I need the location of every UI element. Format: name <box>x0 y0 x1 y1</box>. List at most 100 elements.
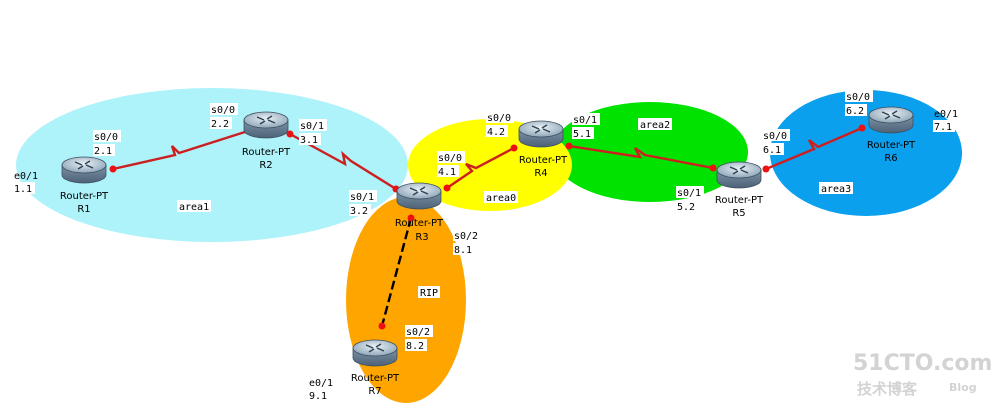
rip-label: RIP <box>420 288 438 299</box>
router-r7[interactable] <box>352 339 398 367</box>
interface-labels: e0/1 1.1 s0/0 2.1 s0/0 2.2 s0/1 3.1 s0/1… <box>13 90 958 402</box>
router-r5[interactable] <box>716 161 762 189</box>
area2-region <box>552 102 748 202</box>
watermark-logo: 51CTO.com 技术博客 Blog <box>853 351 992 398</box>
dashed-link-r3-r7 <box>380 217 413 327</box>
endpoint-dot <box>443 184 451 192</box>
iface-ip-bg <box>845 104 867 116</box>
router-r3-model: Router-PT <box>395 218 444 229</box>
iface-port-bg <box>405 325 433 337</box>
rip-label-bg <box>418 286 440 298</box>
endpoint-dot <box>565 142 573 150</box>
iface-r5-s00: s0/0 6.1 <box>762 129 790 156</box>
watermark-line3: Blog <box>949 381 977 394</box>
iface-r2-s01: s0/1 3.1 <box>299 119 327 146</box>
iface-port-bg <box>762 129 790 141</box>
iface-port: s0/0 <box>94 132 118 143</box>
iface-r6-e01: e0/1 7.1 <box>933 109 958 133</box>
area1-label-bg <box>177 200 211 212</box>
iface-ip: 2.1 <box>94 146 112 157</box>
endpoint-dot <box>858 124 866 132</box>
iface-port-bg <box>486 111 514 123</box>
iface-ip-bg <box>210 117 232 129</box>
router-r6-name: R6 <box>884 153 897 164</box>
iface-port: s0/0 <box>846 92 870 103</box>
router-labels: Router-PT R1 Router-PT R2 Router-PT R3 R… <box>60 140 916 397</box>
router-r4[interactable] <box>518 120 564 148</box>
router-r2-model: Router-PT <box>242 147 291 158</box>
iface-port-bg <box>676 186 704 198</box>
iface-ip: 4.2 <box>487 127 505 138</box>
serial-link-r4-r5 <box>568 144 714 170</box>
router-r3[interactable] <box>396 182 442 210</box>
router-r2-name: R2 <box>259 160 272 171</box>
iface-r3-s01: s0/1 3.2 <box>349 190 377 217</box>
iface-port-bg <box>845 90 873 102</box>
iface-ip-bg <box>308 389 330 401</box>
iface-ip: 3.2 <box>350 206 368 217</box>
iface-ip: 2.2 <box>211 119 229 130</box>
router-r1[interactable] <box>61 156 107 184</box>
iface-port-bg <box>437 151 465 163</box>
iface-ip-bg <box>486 125 508 137</box>
watermark-line1: 51CTO.com <box>853 351 992 376</box>
router-r4-model: Router-PT <box>519 155 568 166</box>
router-r5-model: Router-PT <box>715 195 764 206</box>
iface-port: s0/1 <box>573 115 597 126</box>
iface-port: s0/0 <box>763 131 787 142</box>
iface-r4-s00: s0/0 4.2 <box>486 111 514 138</box>
area1-label: area1 <box>179 202 209 213</box>
iface-ip-bg <box>762 143 784 155</box>
iface-port: e0/1 <box>14 171 38 182</box>
serial-link-r3-r4 <box>446 146 515 189</box>
iface-ip-bg <box>453 243 475 255</box>
links-layer <box>112 126 863 327</box>
iface-port: e0/1 <box>934 109 958 120</box>
endpoint-dot <box>109 165 117 173</box>
endpoint-dot <box>407 214 415 222</box>
router-r2[interactable] <box>243 111 289 139</box>
iface-r1-s00: s0/0 2.1 <box>93 130 121 157</box>
endpoint-dot <box>762 165 770 173</box>
router-r4-name: R4 <box>534 168 547 179</box>
iface-port-bg <box>349 190 377 202</box>
iface-ip-bg <box>933 120 955 132</box>
router-r6[interactable] <box>868 106 914 134</box>
iface-r3-s00: s0/0 4.1 <box>437 151 465 178</box>
iface-port-bg <box>210 103 238 115</box>
router-r3-name: R3 <box>415 232 428 243</box>
router-r5-name: R5 <box>732 208 745 219</box>
iface-port-bg <box>299 119 327 131</box>
serial-link-r5-r6 <box>765 126 863 171</box>
iface-r5-s01: s0/1 5.2 <box>676 186 704 213</box>
iface-port-bg <box>93 130 121 142</box>
iface-r3-s02: s0/2 8.1 <box>453 229 481 256</box>
area-labels: area1 area0 area2 area3 RIP <box>177 118 853 299</box>
area0-label: area0 <box>486 193 516 204</box>
iface-r4-s01: s0/1 5.1 <box>572 113 600 140</box>
iface-port: s0/1 <box>350 192 374 203</box>
iface-ip-bg <box>572 127 594 139</box>
iface-ip-bg <box>676 200 698 212</box>
iface-port-bg <box>453 229 481 241</box>
iface-ip: 7.1 <box>934 122 952 133</box>
router-r1-name: R1 <box>77 204 90 215</box>
iface-port: s0/0 <box>211 105 235 116</box>
iface-port: s0/0 <box>438 153 462 164</box>
iface-r7-e01: e0/1 9.1 <box>308 378 333 402</box>
serial-link-r1-r2 <box>112 129 249 171</box>
serial-link-r2-r3 <box>289 132 397 191</box>
iface-ip-bg <box>299 133 321 145</box>
iface-r2-s00: s0/0 2.2 <box>210 103 238 130</box>
iface-ip: 5.2 <box>677 202 695 213</box>
iface-ip: 5.1 <box>573 129 591 140</box>
iface-ip: 9.1 <box>309 391 327 402</box>
iface-port: s0/1 <box>300 121 324 132</box>
endpoint-dot <box>709 164 717 172</box>
watermark-line2: 技术博客 <box>857 380 918 398</box>
iface-ip: 1.1 <box>14 184 32 195</box>
area0-label-bg <box>484 191 518 203</box>
iface-port: e0/1 <box>309 378 333 389</box>
iface-ip-bg <box>349 204 371 216</box>
